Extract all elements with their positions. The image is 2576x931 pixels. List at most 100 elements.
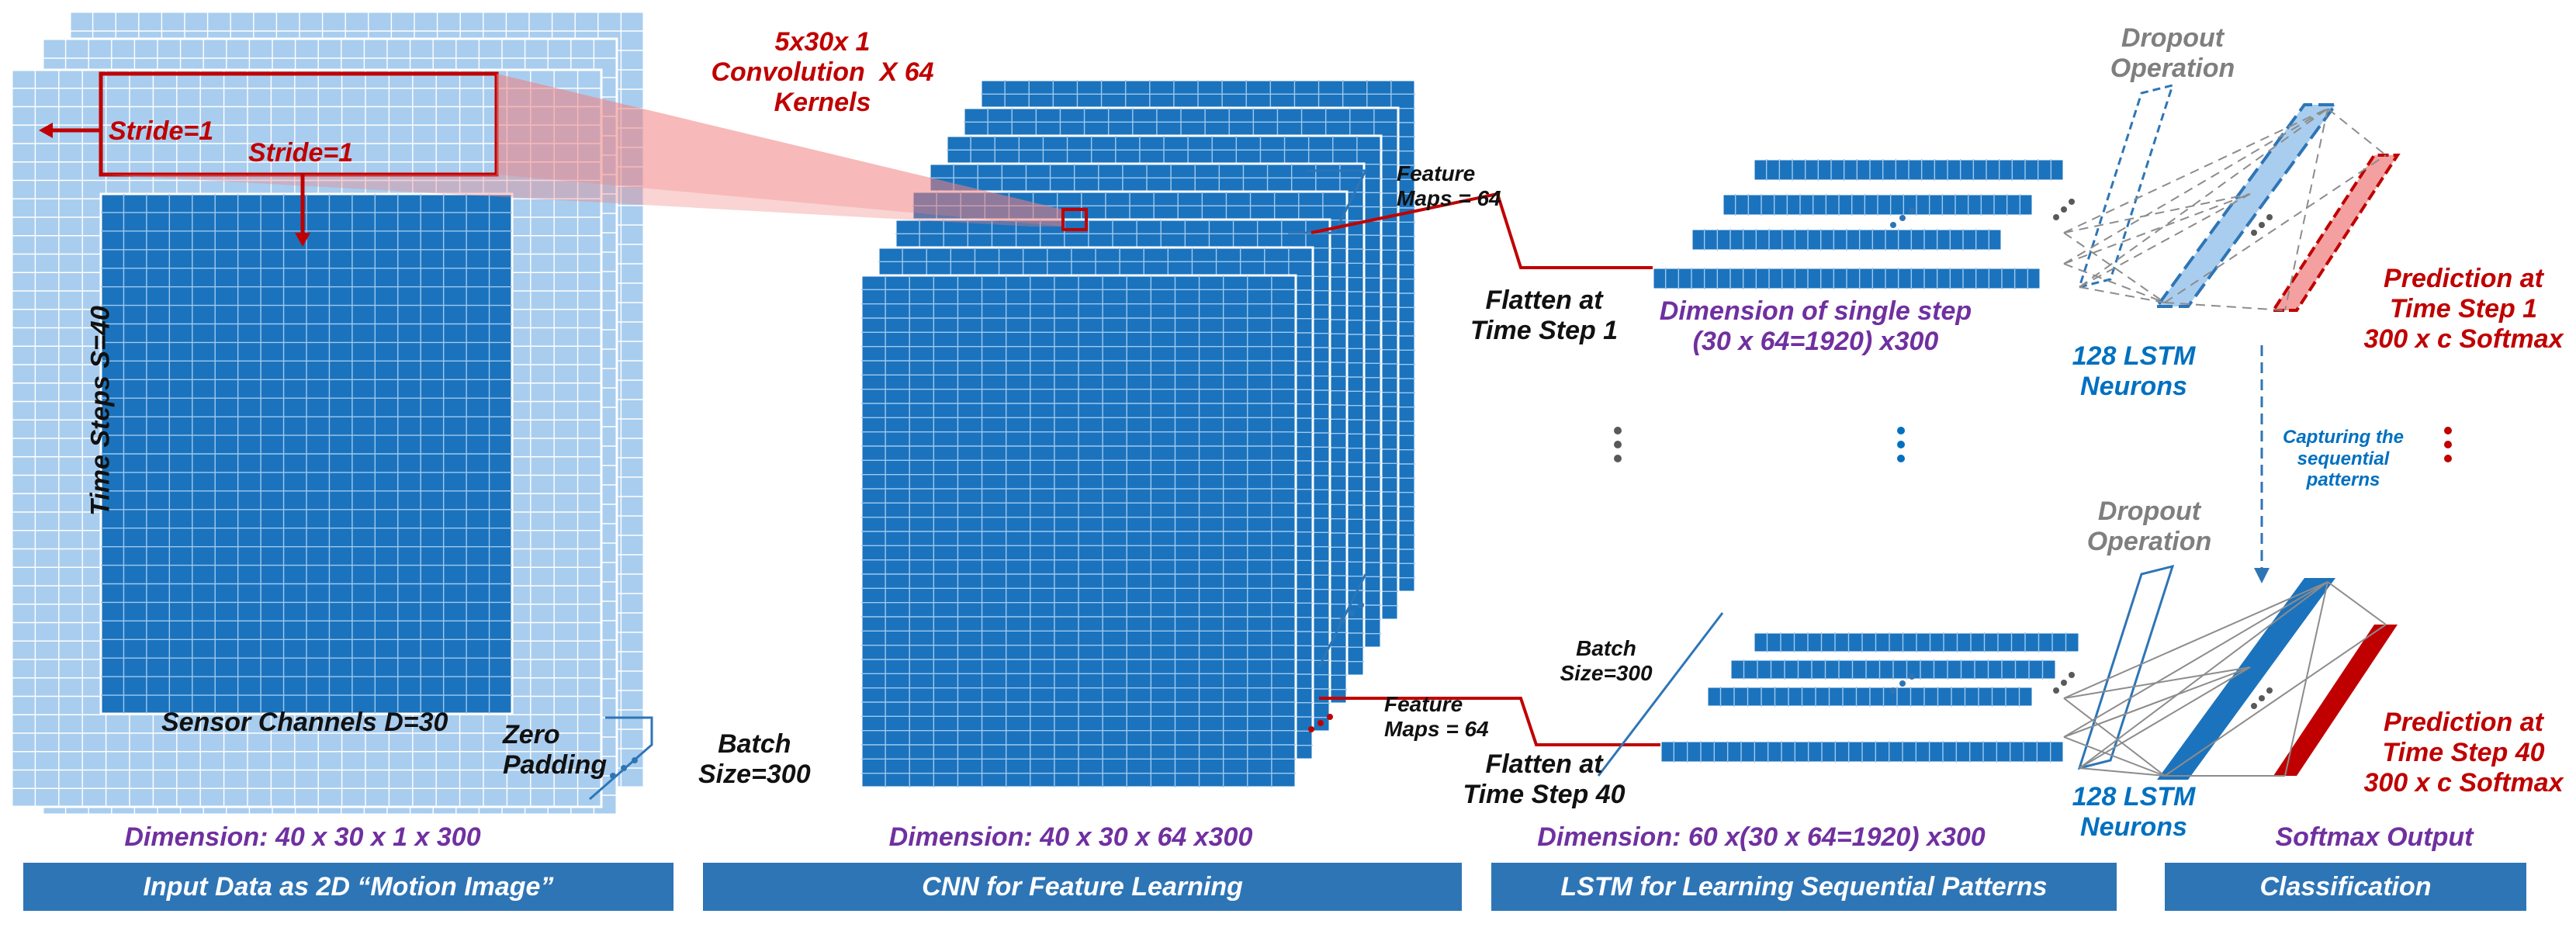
lstm-row-top-0-lines	[1765, 159, 2052, 181]
lstm-row-bottom-0	[1752, 631, 2081, 654]
prediction-step1-label: Prediction at Time Step 1 300 x c Softma…	[2363, 264, 2564, 355]
lstm-bottom-ellipsis	[2069, 672, 2075, 678]
softmax-bottom	[2273, 625, 2398, 776]
lstm-dimension-label: Dimension: 60 x(30 x 64=1920) x300	[1537, 822, 1986, 852]
lstm-row-bottom-2-lines	[1719, 687, 2020, 707]
lstm-row-step40-lines	[1673, 741, 2051, 763]
lstm-batch-brace	[1597, 612, 1724, 777]
vertical-ellipsis	[2444, 427, 2452, 434]
softmax-top-ellipsis	[2266, 214, 2273, 220]
vertical-ellipsis	[1614, 455, 1622, 462]
lstm-top-dot	[1890, 222, 1896, 228]
input-batch-size-label: Batch Size=300	[698, 729, 811, 790]
input-data-core-lines	[101, 194, 512, 714]
vertical-ellipsis	[1897, 441, 1905, 448]
lstm-batch-size-label: Batch Size=300	[1560, 636, 1653, 686]
cnn-batch-dot	[1358, 602, 1364, 608]
connection-top	[2079, 193, 2251, 288]
vertical-ellipsis	[1897, 455, 1905, 462]
flatten-step1-connector	[1311, 192, 1653, 269]
grid-layers	[10, 10, 2081, 816]
lstm-bottom-dot	[1899, 680, 1906, 687]
dropout-top-label: Dropout Operation	[2110, 23, 2235, 84]
lstm-row-top-1-lines	[1734, 194, 2021, 216]
cnn-batch-dot	[1349, 610, 1355, 616]
cnn-feature-map-0-lines	[861, 275, 1296, 787]
lstm-row-step1	[1651, 266, 2042, 291]
connection-top-out	[2164, 302, 2286, 311]
section-lstm: LSTM for Learning Sequential Patterns	[1491, 863, 2117, 911]
cnn-dimension-label: Dimension: 40 x 30 x 64 x300	[888, 822, 1253, 852]
lstm-row-bottom-1-lines	[1743, 659, 2044, 680]
connection-top	[2063, 108, 2328, 265]
cnn-map-dot	[1317, 720, 1324, 726]
feature-maps-bottom-label: Feature Maps = 64	[1384, 692, 1489, 742]
stride-h-arrowhead	[39, 123, 53, 138]
stride-vertical-label: Stride=1	[248, 138, 354, 168]
softmax-bottom-ellipsis	[2266, 687, 2273, 694]
flatten-step40-label: Flatten at Time Step 40	[1463, 749, 1626, 810]
connection-bottom	[2079, 767, 2166, 777]
lstm-neurons-top-label: 128 LSTM Neurons	[2072, 341, 2196, 402]
lstm-bottom-dot	[1909, 673, 1915, 680]
connection-bottom	[2063, 736, 2166, 777]
connection-top-out	[2327, 108, 2387, 156]
lstm-bottom-dot	[1890, 687, 1896, 694]
lstm-bottom-ellipsis	[2061, 680, 2067, 686]
input-batch-dot	[632, 757, 638, 763]
cnn-map-dot	[1308, 726, 1314, 732]
cnn-feature-map-0	[860, 274, 1297, 789]
section-classification: Classification	[2165, 863, 2526, 911]
convolution-kernel-label: 5x30x 1 Convolution X 64 Kernels	[711, 27, 934, 118]
lstm-row-top-0	[1752, 157, 2065, 182]
capturing-arrowhead	[2254, 568, 2270, 583]
softmax-top-ellipsis	[2259, 222, 2265, 228]
connection-bottom	[2063, 697, 2166, 777]
section-cnn: CNN for Feature Learning	[703, 863, 1462, 911]
lstm-top-ellipsis	[2069, 199, 2075, 205]
section-input-data: Input Data as 2D “Motion Image”	[23, 863, 673, 911]
input-batch-brace	[589, 716, 653, 801]
connection-top-out	[2164, 154, 2387, 303]
diagram-shapes	[39, 71, 2452, 801]
connection-top	[2063, 232, 2166, 303]
lstm-row-bottom-0-lines	[1766, 632, 2067, 652]
cnn-map-dot	[1327, 714, 1333, 720]
stride-horizontal-label: Stride=1	[109, 116, 214, 146]
lstm-row-top-2-lines	[1703, 229, 1990, 251]
connection-top	[2063, 193, 2251, 265]
softmax-bottom-ellipsis	[2259, 695, 2265, 701]
sensor-channels-label: Sensor Channels D=30	[161, 708, 448, 737]
input-batch-dot	[621, 765, 627, 771]
feature-maps-top-label: Feature Maps = 64	[1397, 161, 1501, 211]
capturing-sequential-label: Capturing the sequential patterns	[2283, 427, 2404, 491]
lstm-neurons-bottom-label: 128 LSTM Neurons	[2072, 782, 2196, 843]
flatten-step1-label: Flatten at Time Step 1	[1470, 286, 1619, 346]
vertical-ellipsis	[2444, 441, 2452, 448]
softmax-top-ellipsis	[2251, 230, 2257, 236]
input-dimension-label: Dimension: 40 x 30 x 1 x 300	[124, 822, 481, 852]
connection-top	[2063, 263, 2166, 303]
single-step-dimension-label: Dimension of single step (30 x 64=1920) …	[1659, 296, 1972, 357]
connection-top	[2079, 108, 2328, 288]
lstm-bottom-ellipsis	[2053, 687, 2059, 694]
kernel-projection	[497, 74, 1063, 227]
time-steps-label: Time Steps S=40	[85, 306, 116, 516]
connection-bottom-out	[2327, 581, 2387, 625]
dropout-layer-top	[2077, 83, 2175, 289]
lstm-row-top-2	[1690, 227, 2003, 252]
vertical-ellipsis	[1897, 427, 1905, 434]
lstm-row-top-1	[1721, 192, 2034, 217]
connection-bottom	[2063, 581, 2328, 699]
connection-top	[2063, 193, 2251, 234]
lstm-top-ellipsis	[2053, 214, 2059, 220]
input-batch-dot	[610, 773, 616, 779]
connection-bottom	[2079, 666, 2251, 769]
lstm-top-dot	[1909, 208, 1915, 214]
cnn-batch-dot	[1339, 618, 1345, 624]
softmax-bottom-ellipsis	[2251, 703, 2257, 709]
connection-top	[2079, 286, 2166, 303]
stride-v-arrowhead	[295, 233, 310, 247]
